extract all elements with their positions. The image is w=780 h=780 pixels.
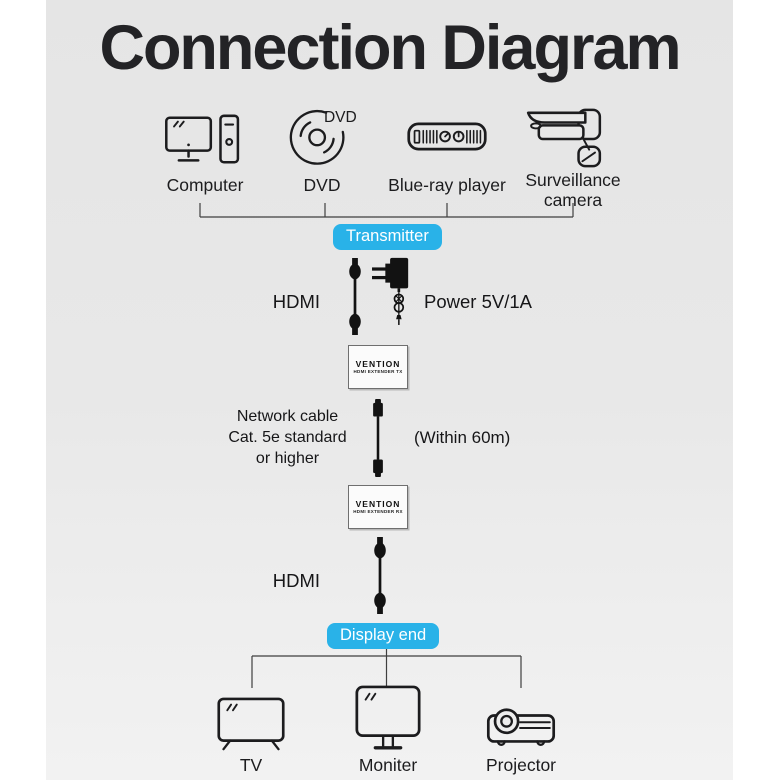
distance-label: (Within 60m) (414, 428, 511, 447)
transmitter-badge: Transmitter (333, 224, 442, 250)
vention-logo-rx: VENTION (355, 498, 401, 509)
power-adapter-icon (372, 256, 412, 334)
display-end-badge: Display end (327, 623, 440, 649)
network-cable-icon (370, 399, 386, 477)
network-cable-line1: Network cable (236, 408, 339, 425)
device-label-dvd: DVD (303, 175, 341, 195)
network-cable-line3: or higher (255, 450, 320, 468)
hdmi-cable-icon-top (346, 258, 364, 335)
transmitter-box: VENTION HDMI EXTENDER TX (348, 345, 408, 389)
source-connector-lines (199, 203, 574, 218)
computer-icon (163, 110, 247, 170)
network-cable-note: Network cable Cat. 5e standard or higher (205, 406, 370, 469)
diagram-background (46, 0, 733, 780)
bluray-player-icon (407, 121, 487, 152)
model-label-tx: HDMI EXTENDER TX (353, 369, 403, 375)
receiver-box: VENTION HDMI EXTENDER RX (348, 485, 408, 529)
power-label: Power 5V/1A (424, 291, 532, 312)
device-label-monitor: Moniter (358, 755, 418, 775)
device-label-tv: TV (239, 755, 263, 775)
device-label-computer: Computer (166, 175, 244, 195)
dvd-icon: DVD (286, 98, 358, 169)
vention-logo-tx: VENTION (355, 358, 401, 369)
svg-text:DVD: DVD (324, 109, 357, 126)
hdmi-cable-icon-bottom (371, 537, 389, 614)
hdmi-label-top: HDMI (272, 291, 320, 312)
model-label-rx: HDMI EXTENDER RX (353, 509, 403, 515)
projector-icon (485, 703, 557, 753)
device-label-camera: Surveillance camera (525, 170, 621, 210)
monitor-icon (354, 685, 422, 759)
device-label-bluray: Blue-ray player (388, 175, 506, 195)
page-title: Connection Diagram (99, 13, 681, 83)
display-connector-lines (251, 649, 522, 688)
tv-icon (215, 697, 287, 752)
hdmi-label-bottom: HDMI (272, 570, 320, 591)
surveillance-camera-icon (523, 107, 605, 169)
device-label-projector: Projector (485, 755, 557, 775)
network-cable-line2: Cat. 5e standard (228, 429, 347, 447)
